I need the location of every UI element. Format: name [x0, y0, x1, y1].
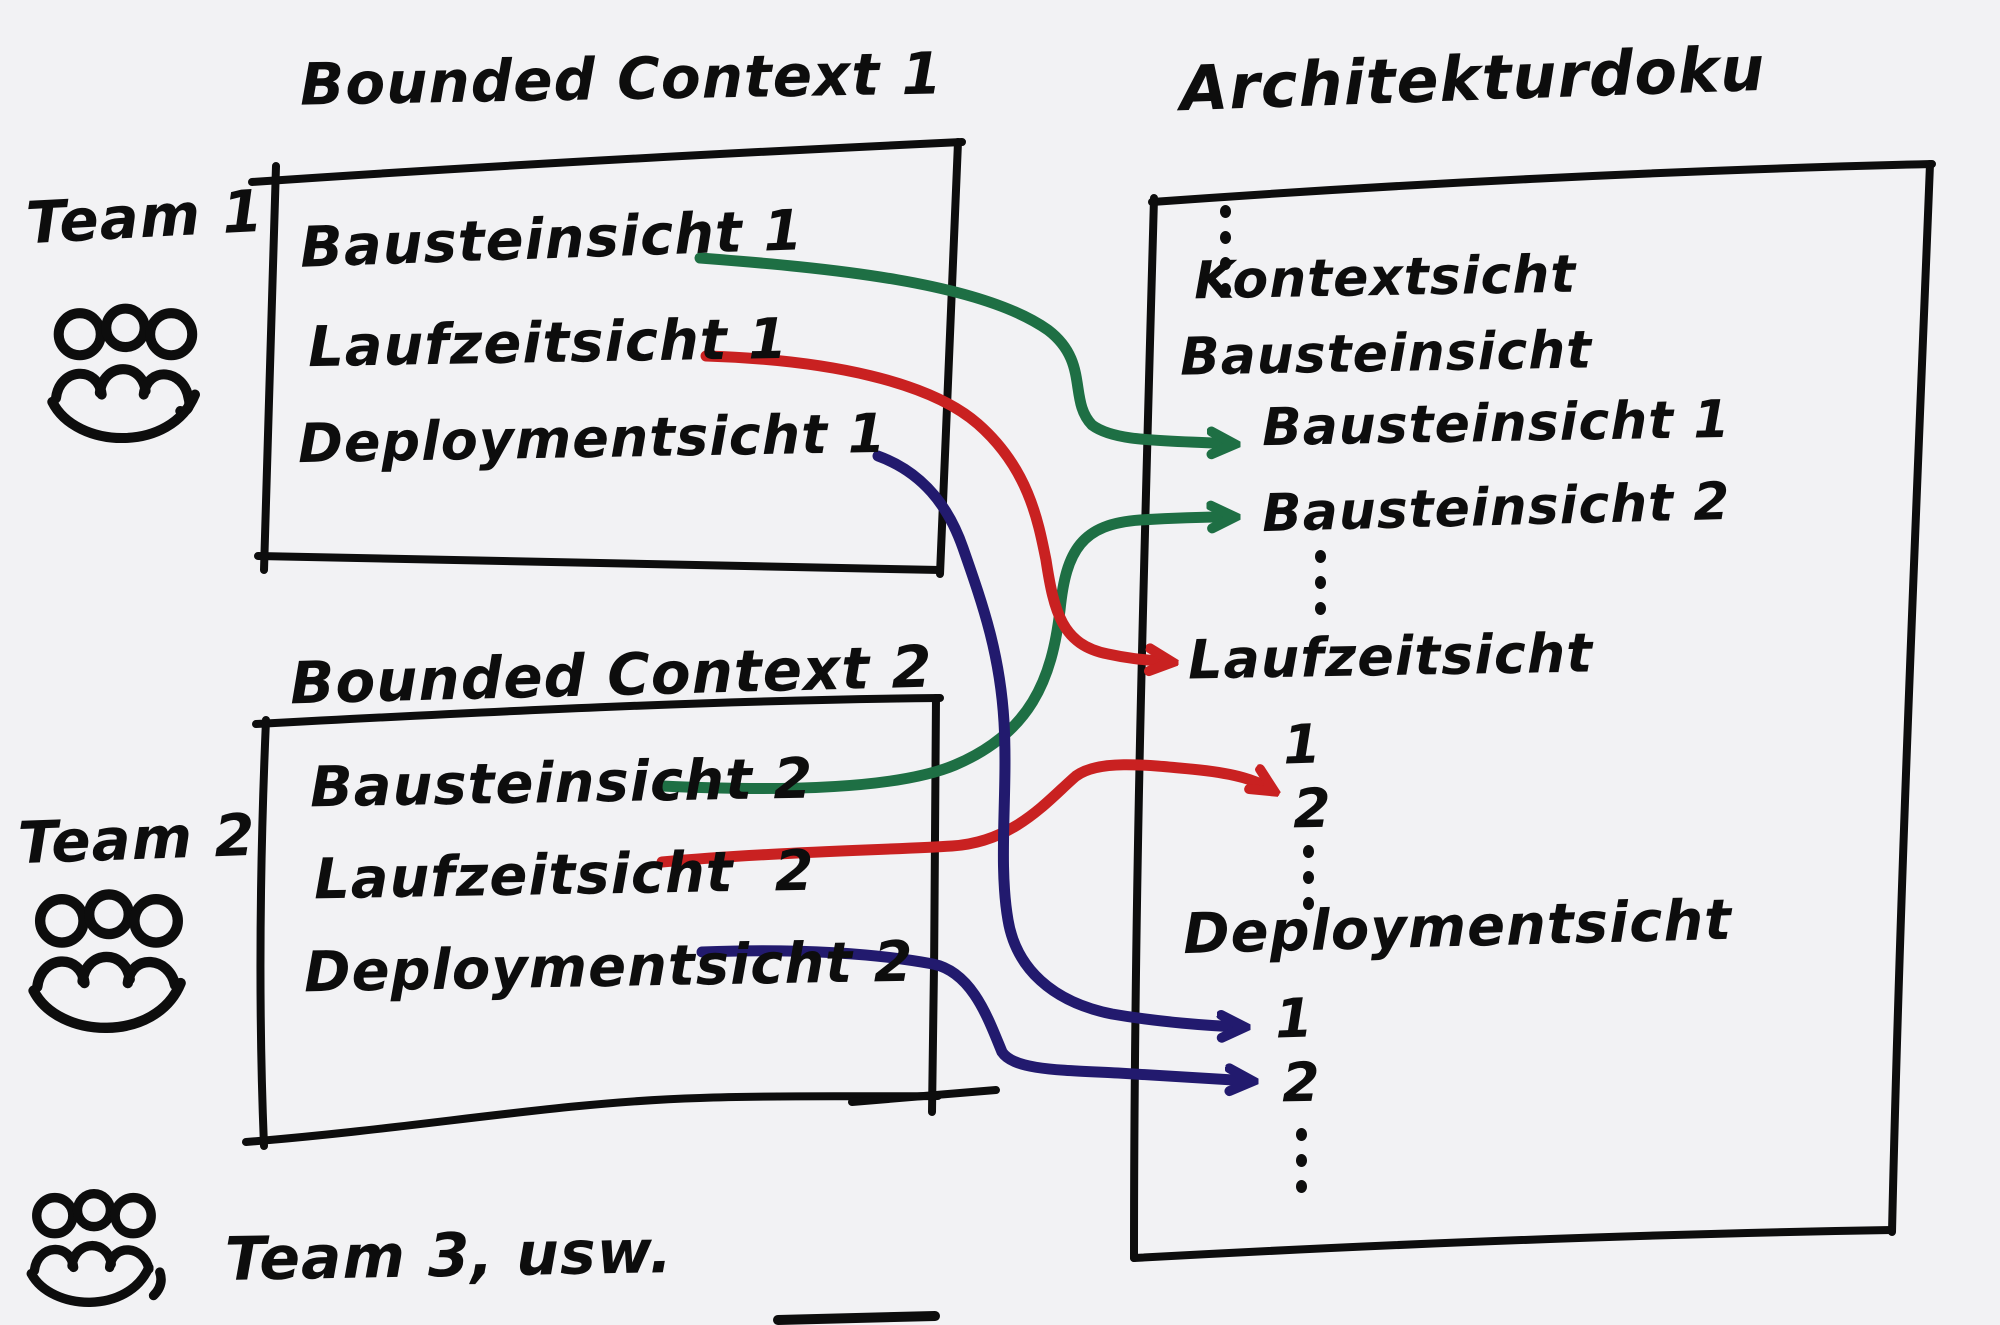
bc2-view-laufzeitsicht: Laufzeitsicht 2: [313, 838, 816, 913]
bc1-view-laufzeitsicht: Laufzeitsicht 1: [307, 306, 789, 381]
doc-bausteinsicht: Bausteinsicht: [1179, 320, 1593, 388]
bc1-box-left: [260, 162, 280, 574]
team-2-label: Team 2: [16, 800, 257, 878]
bc2-box-corner-tick: [848, 1086, 1000, 1106]
doc-deploymentsicht-nr-1: 1: [1273, 986, 1315, 1051]
doc-box-top: [1148, 160, 1936, 206]
ellipsis-dots-top: [1220, 205, 1231, 296]
bc2-box-left: [256, 716, 270, 1150]
arrow-bausteinsicht-2: [656, 517, 1232, 794]
bc2-view-bausteinsicht: Bausteinsicht 2: [309, 746, 814, 821]
bc2-box-top: [252, 694, 944, 728]
bounded-context-2-box: [242, 694, 1000, 1150]
doc-kontextsicht: Kontextsicht: [1193, 244, 1577, 312]
bc1-view-bausteinsicht: Bausteinsicht 1: [299, 198, 805, 281]
architecture-doc-title: Architekturdoku: [1178, 31, 1767, 126]
stray-mark: [773, 1311, 940, 1325]
doc-box-bottom: [1130, 1226, 1896, 1262]
doc-bausteinsicht-1: Bausteinsicht 1: [1261, 389, 1731, 459]
bc1-view-deploymentsicht: Deploymentsicht 1: [297, 401, 887, 476]
doc-deploymentsicht: Deploymentsicht: [1182, 887, 1733, 968]
arrow-laufzeitsicht-1: [700, 350, 1170, 662]
bc1-box-bottom: [254, 552, 944, 574]
ellipsis-dots-bausteine: [1315, 550, 1326, 615]
ellipsis-dots-deploy: [1296, 1128, 1307, 1193]
bc2-box-right: [928, 694, 940, 1116]
bc2-box-bottom: [242, 1092, 942, 1146]
doc-bausteinsicht-2: Bausteinsicht 2: [1261, 471, 1732, 545]
doc-laufzeitsicht-nr-2: 2: [1292, 776, 1333, 841]
arrow-laufzeitsicht-2: [656, 759, 1272, 868]
team-1-label: Team 1: [24, 176, 266, 258]
bounded-context-2-title: Bounded Context 2: [289, 632, 934, 718]
doc-box-left: [1130, 194, 1158, 1262]
bc2-view-deploymentsicht: Deploymentsicht 2: [303, 929, 915, 1006]
team-1-icon: [47, 303, 200, 443]
doc-laufzeitsicht: Laufzeitsicht: [1187, 621, 1594, 692]
architecture-doc-box: [1130, 160, 1936, 1262]
arrow-deploymentsicht-2: [696, 945, 1250, 1081]
arrow-bausteinsicht-1: [694, 252, 1232, 444]
doc-deploymentsicht-nr-2: 2: [1281, 1050, 1322, 1115]
doc-box-right: [1888, 160, 1934, 1236]
team-3-icon: [26, 1189, 166, 1307]
bc1-box-top: [248, 138, 966, 186]
doc-laufzeitsicht-nr-1: 1: [1281, 712, 1323, 777]
bounded-context-1-title: Bounded Context 1: [299, 39, 944, 119]
team-2-icon: [28, 889, 186, 1033]
ellipsis-dots-laufzeit: [1303, 845, 1314, 910]
arrow-deploymentsicht-1: [872, 450, 1242, 1027]
team-3-label: Team 3, usw.: [224, 1217, 674, 1295]
